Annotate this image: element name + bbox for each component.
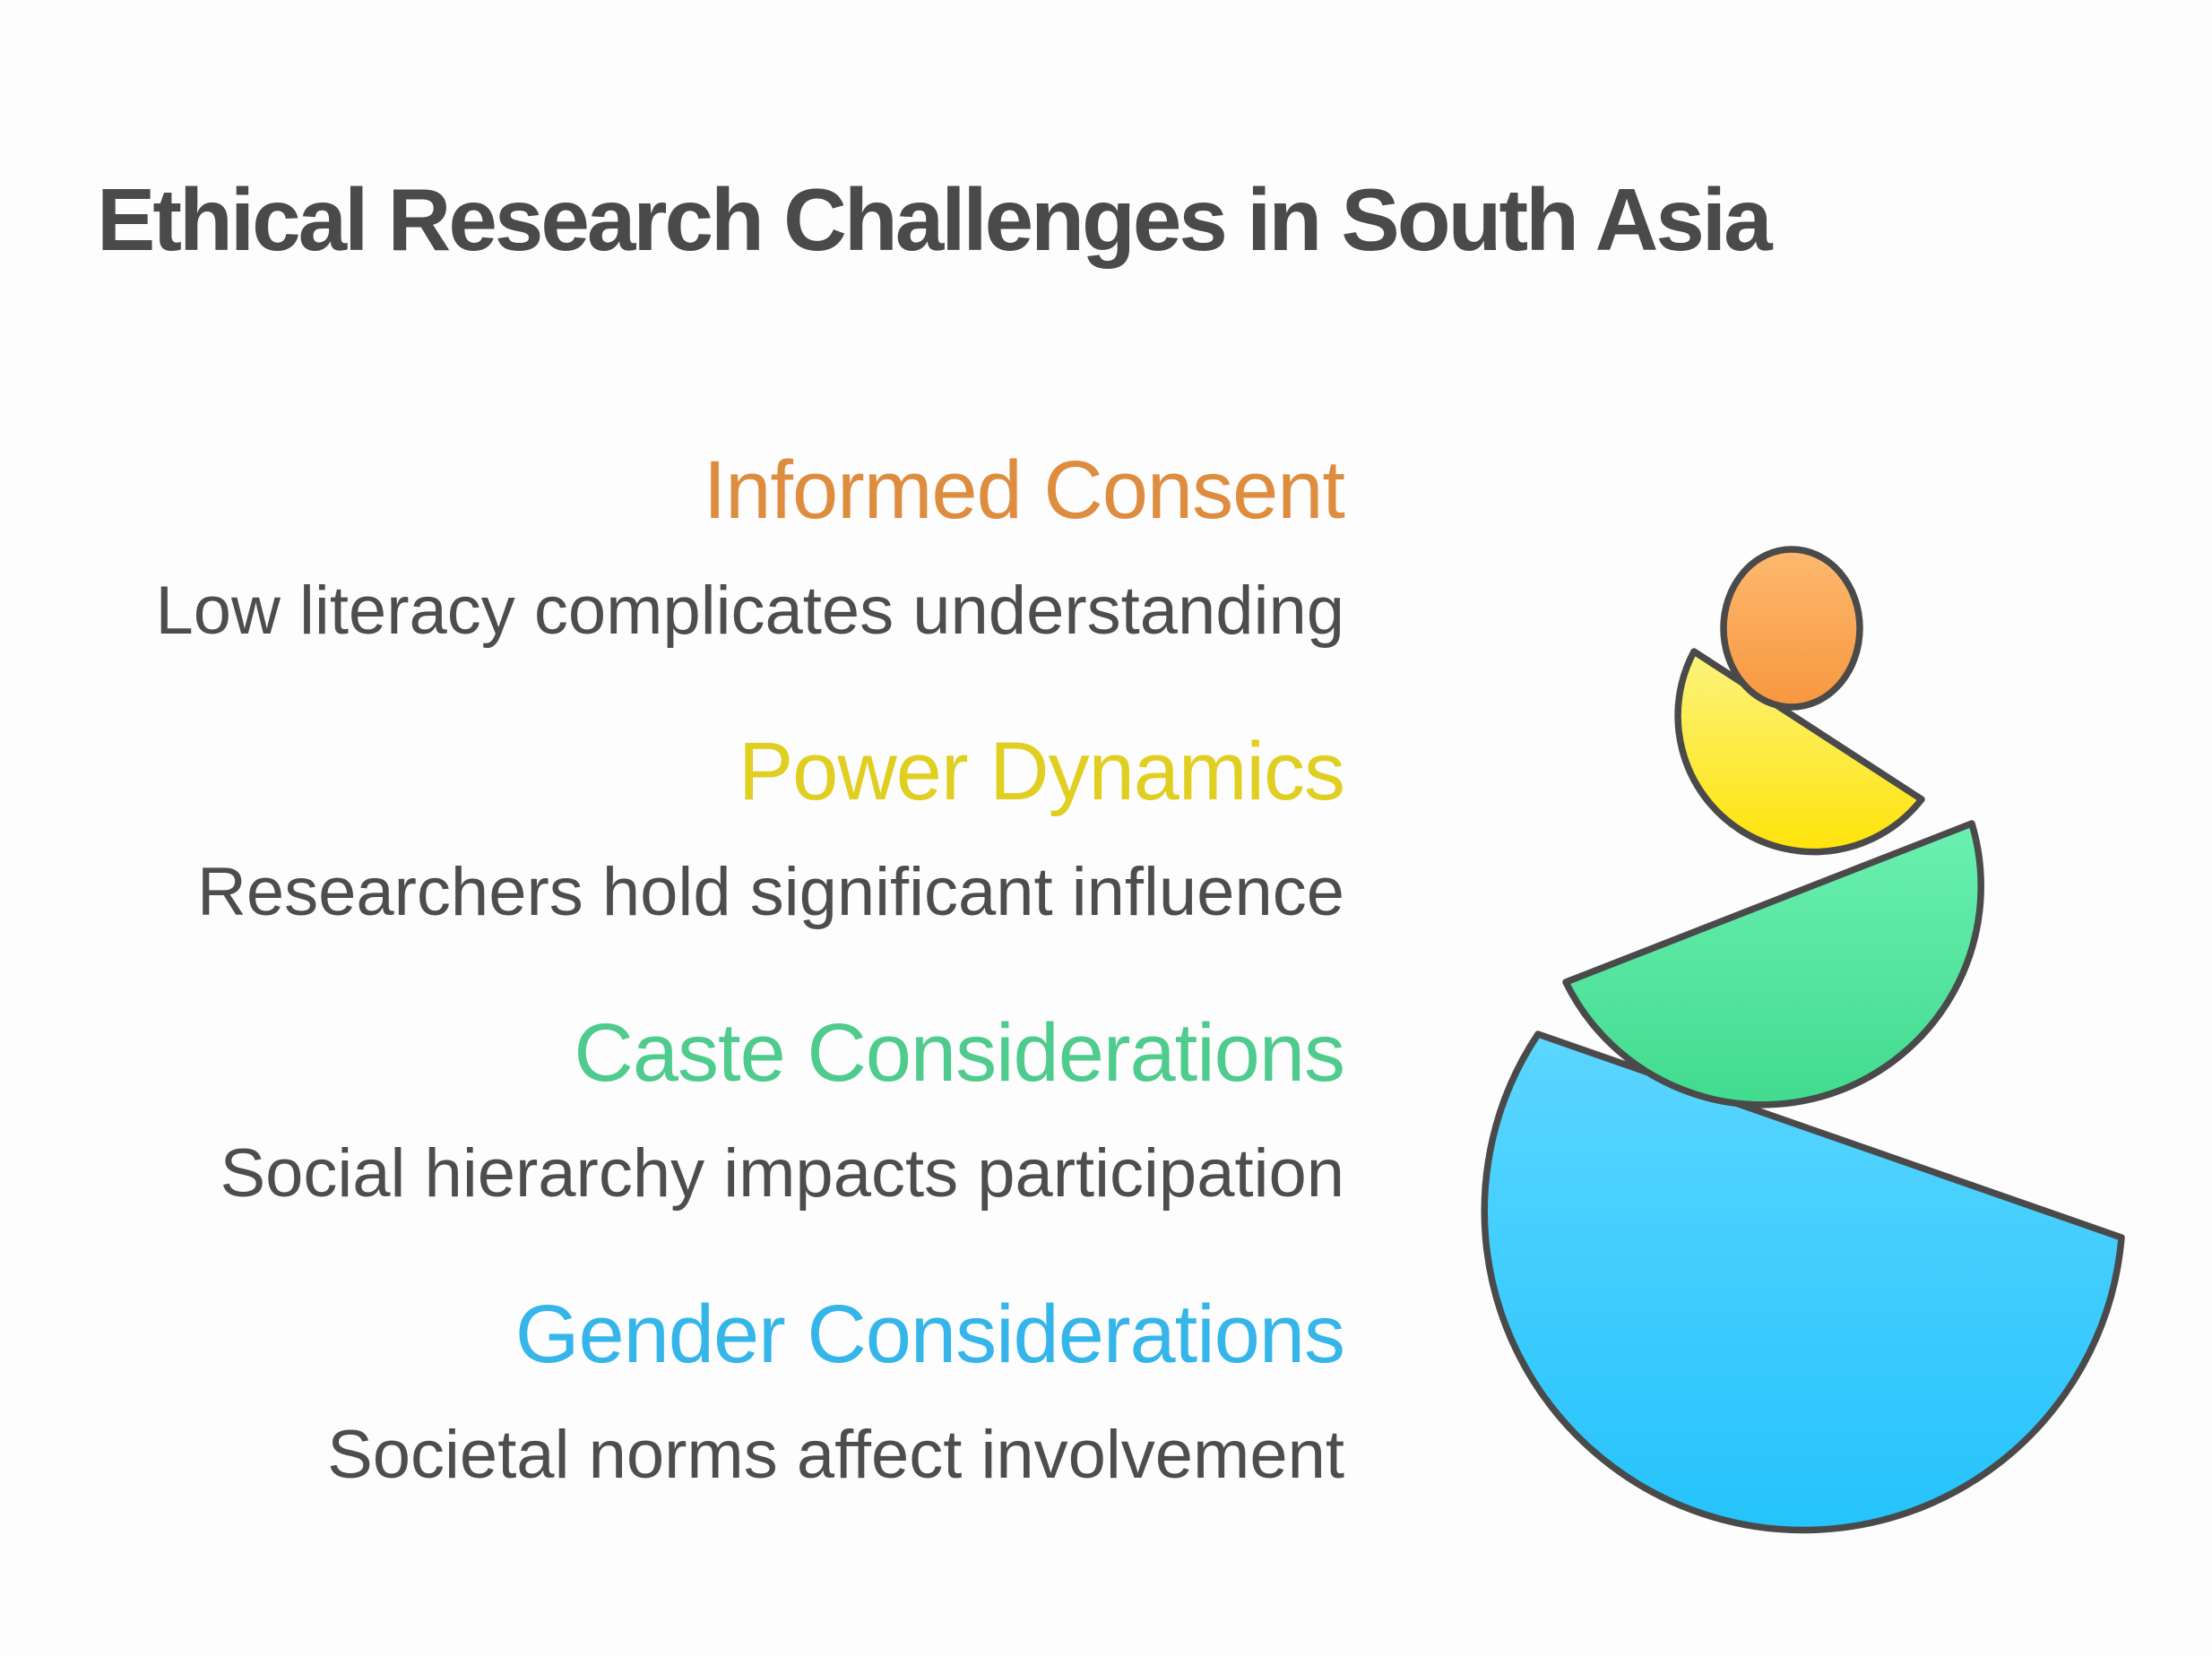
section-gender-considerations: Gender Considerations Societal norms aff… xyxy=(0,1286,1345,1496)
section-heading: Informed Consent xyxy=(703,444,1345,536)
section-description: Societal norms affect involvement xyxy=(327,1417,1344,1493)
green-half-disc xyxy=(1562,820,1984,1108)
section-description: Low literacy complicates understanding xyxy=(155,573,1344,649)
section-informed-consent: Informed Consent Low literacy complicate… xyxy=(0,442,1345,651)
challenge-list: Informed Consent Low literacy complicate… xyxy=(0,442,1345,1567)
page-title: Ethical Research Challenges in South Asi… xyxy=(97,170,1773,269)
section-heading: Power Dynamics xyxy=(738,726,1345,817)
section-description: Social hierarchy impacts participation xyxy=(220,1135,1344,1212)
section-caste-considerations: Caste Considerations Social hierarchy im… xyxy=(0,1005,1345,1214)
section-power-dynamics: Power Dynamics Researchers hold signific… xyxy=(0,723,1345,933)
section-heading: Caste Considerations xyxy=(574,1007,1345,1099)
blue-half-disc xyxy=(1481,1031,2125,1534)
yellow-half-disc xyxy=(1674,648,1925,856)
orange-circle xyxy=(1720,546,1863,711)
section-heading: Gender Considerations xyxy=(514,1289,1345,1380)
section-description: Researchers hold significant influence xyxy=(196,854,1344,930)
